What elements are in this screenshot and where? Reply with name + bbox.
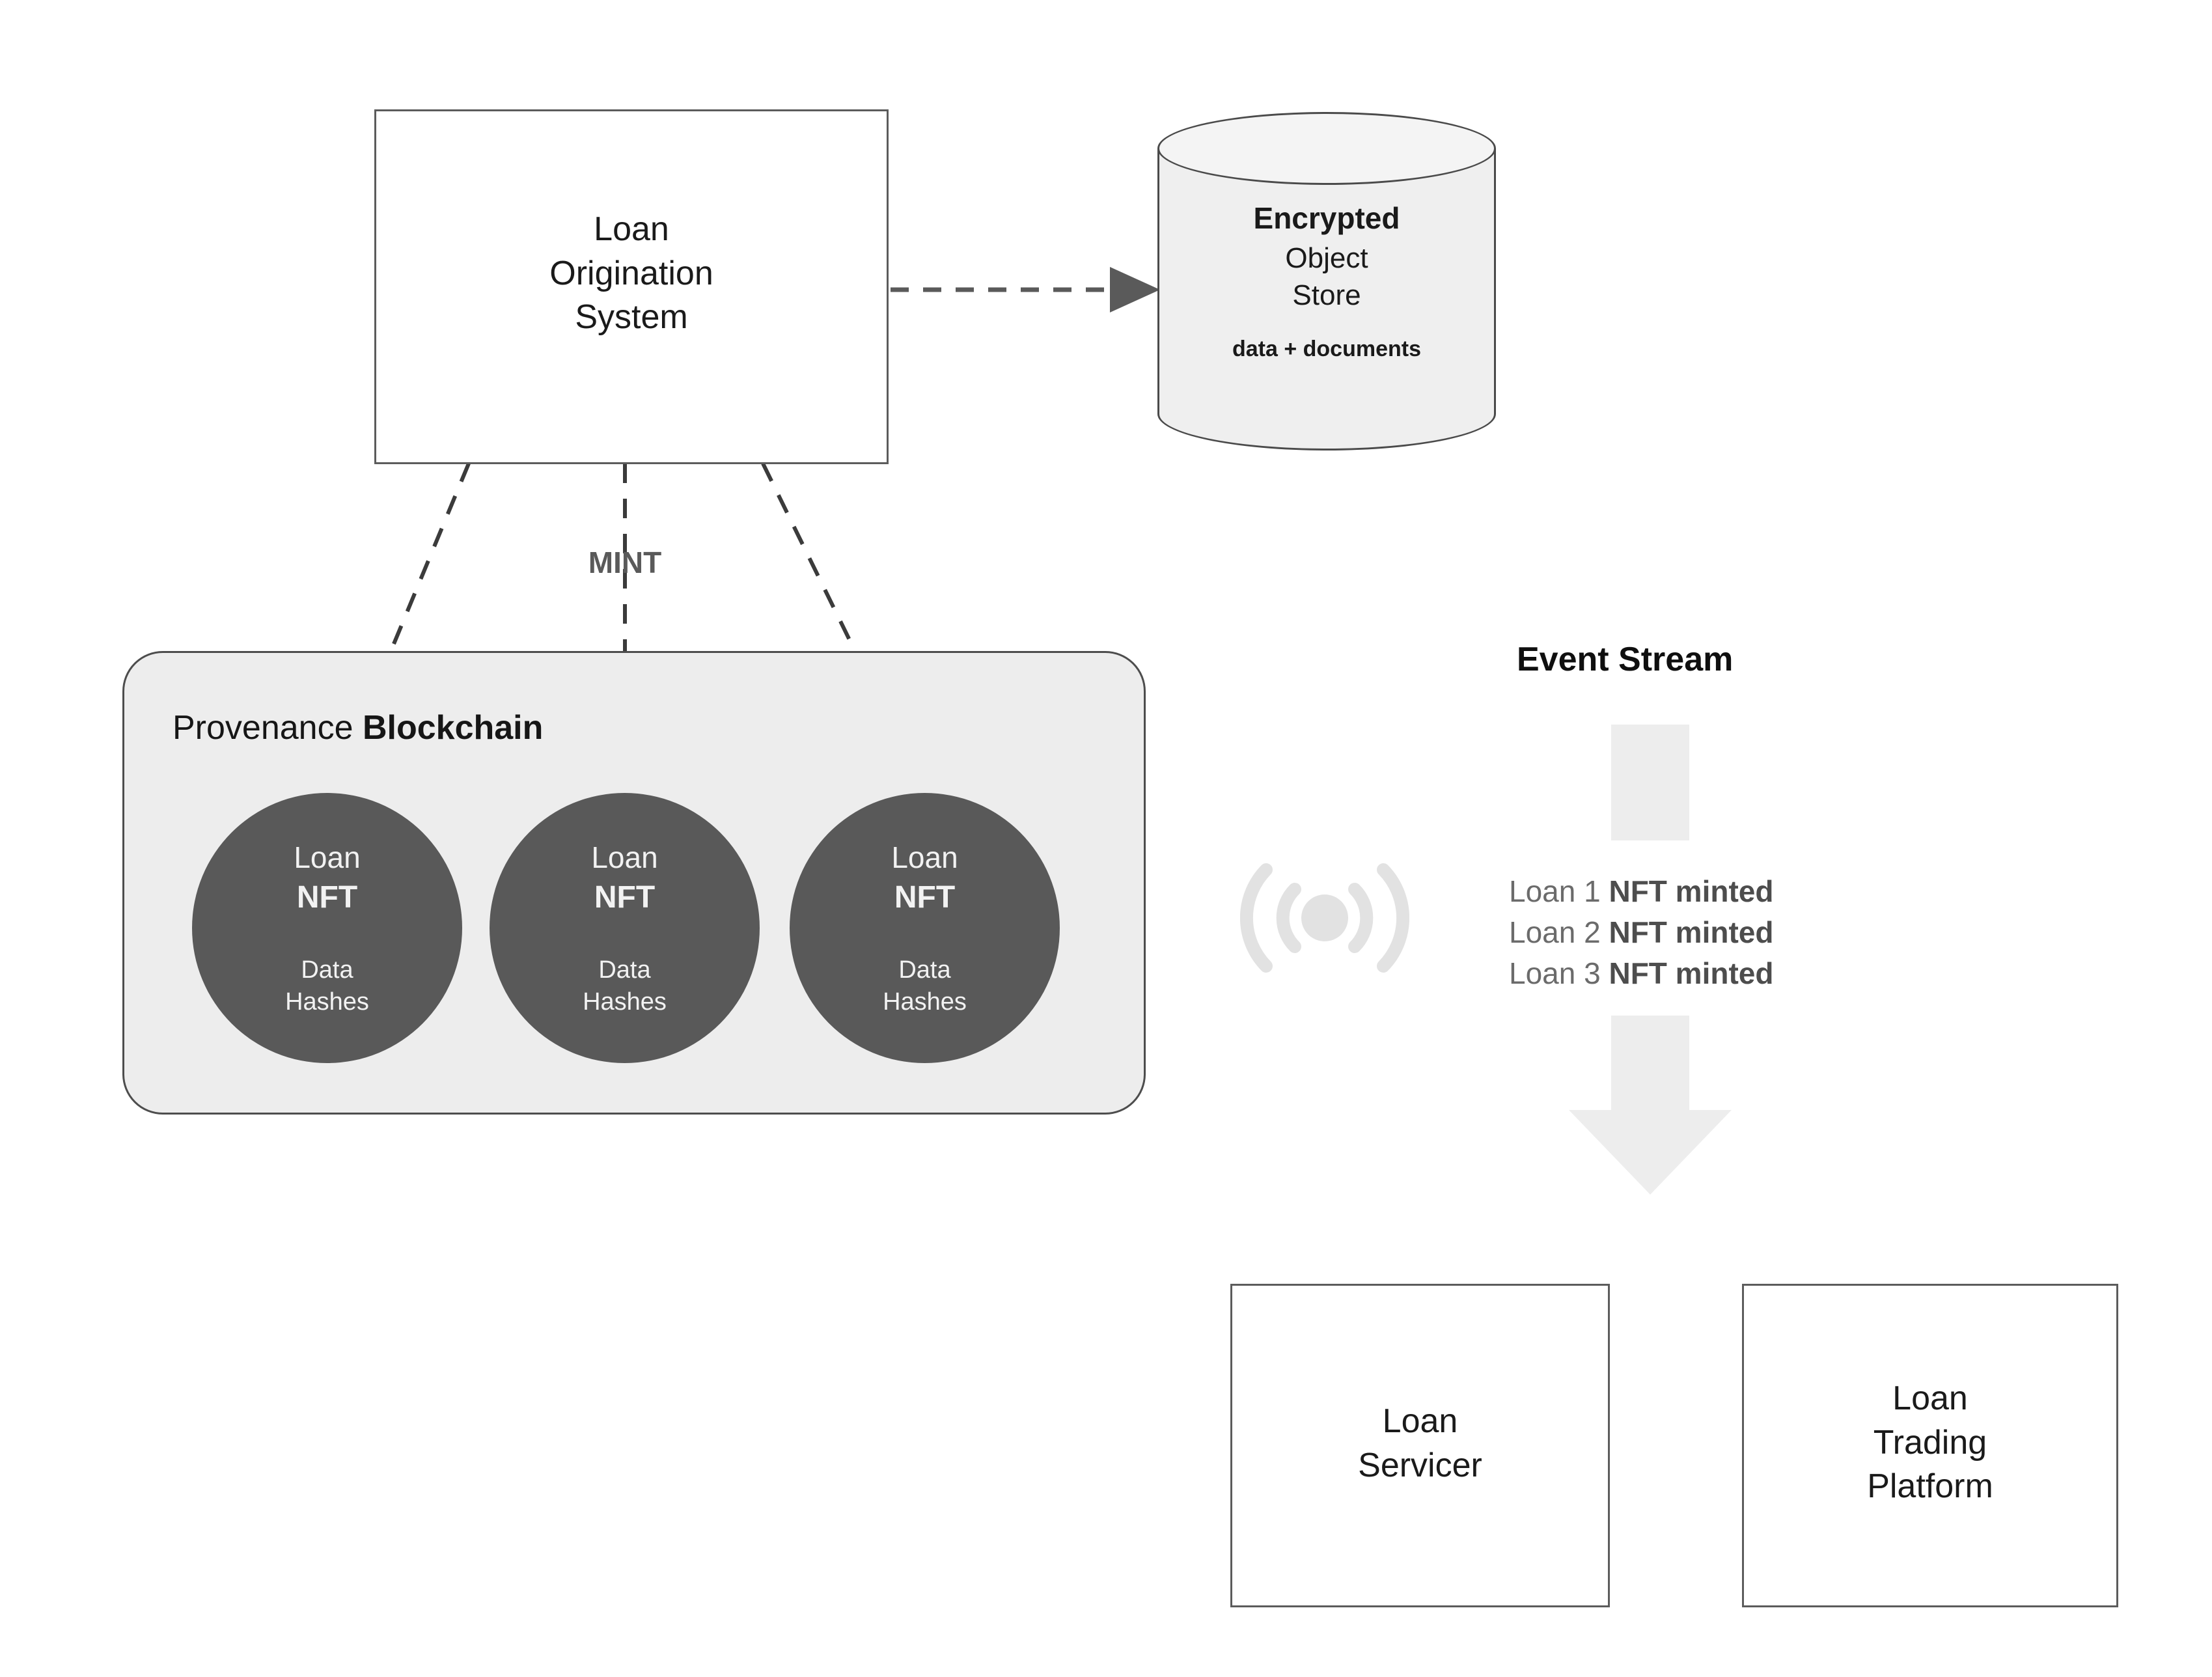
event-stream-bar [1611, 725, 1689, 840]
loan-nft-node-1[interactable]: Loan NFT Data Hashes [192, 793, 462, 1063]
event-line-1: Loan 1 NFT minted [1509, 874, 1773, 909]
nft-node-2-nft-label: NFT [594, 880, 656, 915]
blockchain-title-regular: Provenance [173, 709, 363, 747]
object-store-title: Encrypted [1253, 201, 1400, 235]
event-line-3: Loan 3 NFT minted [1509, 956, 1773, 991]
mint-label: MINT [588, 546, 662, 579]
loan-servicer-label: Loan Servicer [1358, 1402, 1482, 1484]
event-line-3-prefix: Loan 3 [1509, 956, 1609, 990]
blockchain-title: Provenance Blockchain [173, 708, 543, 747]
nft-node-2-hashes: Data Hashes [583, 956, 667, 1016]
encrypted-object-store[interactable]: Encrypted Object Store data + documents [1157, 112, 1496, 450]
cylinder-body [1157, 148, 1496, 414]
nft-node-3-nft-label: NFT [894, 880, 956, 915]
event-line-1-bold: NFT minted [1609, 874, 1774, 908]
loan-servicer-box[interactable]: Loan Servicer [1230, 1284, 1610, 1607]
nft-node-3-loan-label: Loan [891, 840, 958, 874]
loan-nft-node-2[interactable]: Loan NFT Data Hashes [490, 793, 760, 1063]
loan-origination-system-label: Loan Origination System [549, 210, 713, 337]
loan-trading-platform-box[interactable]: Loan Trading Platform [1742, 1284, 2118, 1607]
nft-node-1-loan-label: Loan [294, 840, 361, 874]
loan-origination-system-box[interactable]: Loan Origination System [374, 109, 889, 464]
loan-trading-platform-label: Loan Trading Platform [1867, 1379, 1993, 1506]
event-line-3-bold: NFT minted [1609, 956, 1774, 990]
broadcast-icon [1239, 858, 1410, 975]
nft-node-2-loan-label: Loan [591, 840, 658, 874]
nft-node-1-hashes: Data Hashes [285, 956, 369, 1016]
nft-node-3-top: Loan NFT [790, 838, 1060, 918]
object-store-subtitle: Object Store [1285, 242, 1368, 312]
nft-node-2-top: Loan NFT [490, 838, 760, 918]
loan-nft-node-3[interactable]: Loan NFT Data Hashes [790, 793, 1060, 1063]
event-stream-title: Event Stream [1517, 641, 1734, 678]
cylinder-top-ellipse [1157, 112, 1496, 185]
blockchain-title-bold: Blockchain [362, 709, 544, 747]
nft-node-1-top: Loan NFT [192, 838, 462, 918]
object-store-contents: data + documents [1232, 337, 1421, 361]
nft-node-3-hashes: Data Hashes [883, 956, 967, 1016]
event-line-2-bold: NFT minted [1609, 915, 1774, 949]
event-flow-arrow [1569, 1016, 1732, 1195]
event-line-2: Loan 2 NFT minted [1509, 915, 1773, 950]
nft-node-1-nft-label: NFT [296, 880, 358, 915]
event-line-2-prefix: Loan 2 [1509, 915, 1609, 949]
event-line-1-prefix: Loan 1 [1509, 874, 1609, 908]
